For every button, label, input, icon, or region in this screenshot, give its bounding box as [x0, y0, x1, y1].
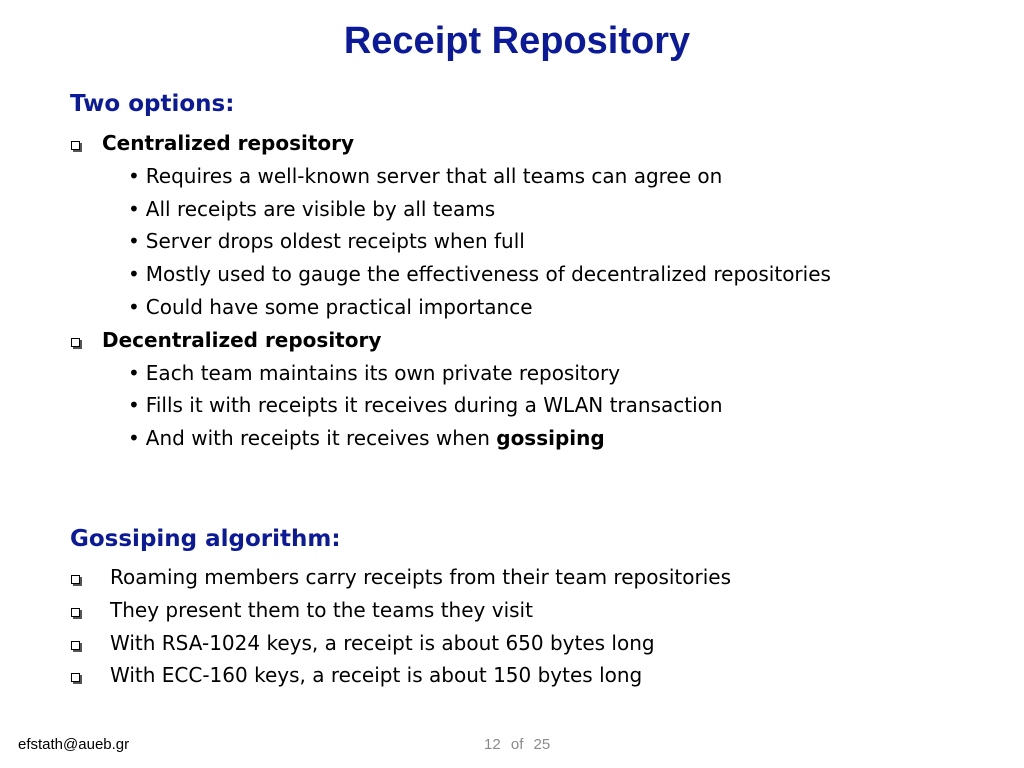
sub-item-text: Mostly used to gauge the effectiveness o… [145, 262, 831, 287]
option-label: Centralized repository [102, 131, 355, 155]
sub-item-text: Could have some practical importance [145, 294, 533, 319]
checkbox-bullet-icon [71, 673, 80, 683]
checkbox-bullet-icon [71, 607, 80, 617]
footer-page-number: 12 of 25 [484, 736, 554, 753]
bullet-dot-icon: • [128, 229, 140, 254]
gossip-item-text: With ECC-160 keys, a receipt is about 15… [110, 663, 643, 688]
bullet-dot-icon: • [128, 360, 140, 385]
gossip-item-text: With RSA-1024 keys, a receipt is about 6… [110, 630, 655, 655]
emphasis-gossiping: gossiping [496, 426, 605, 451]
bullet-dot-icon: • [128, 196, 140, 221]
page-total: 25 [533, 736, 551, 753]
page-of: of [510, 736, 524, 753]
gossip-item-text: They present them to the teams they visi… [110, 597, 533, 622]
checkbox-bullet-icon [71, 640, 80, 650]
sub-item-text: Fills it with receipts it receives durin… [145, 393, 723, 418]
bullet-dot-icon: • [128, 294, 140, 319]
sub-item-text: All receipts are visible by all teams [145, 196, 496, 221]
bullet-dot-icon: • [128, 426, 140, 451]
sub-item-text: Requires a well-known server that all te… [145, 163, 723, 188]
option-label: Decentralized repository [102, 327, 382, 352]
checkbox-bullet-icon [71, 575, 80, 584]
bullet-dot-icon: • [128, 163, 140, 188]
bullet-dot-icon: • [128, 262, 140, 287]
slide-title: Receipt Repository [343, 20, 691, 62]
checkbox-bullet-icon [71, 337, 80, 347]
bullet-dot-icon: • [128, 393, 140, 418]
sub-item-text: Server drops oldest receipts when full [145, 229, 525, 254]
gossip-item-text: Roaming members carry receipts from thei… [110, 565, 732, 589]
sub-item-text: Each team maintains its own private repo… [145, 360, 621, 385]
section-heading-two-options: Two options: [70, 91, 235, 117]
checkbox-bullet-icon [71, 141, 80, 150]
section-heading-gossiping: Gossiping algorithm: [70, 526, 341, 552]
sub-item-text: And with receipts it receives when [145, 426, 497, 451]
footer-email: efstath@aueb.gr [18, 736, 130, 753]
page-current: 12 [484, 736, 501, 753]
